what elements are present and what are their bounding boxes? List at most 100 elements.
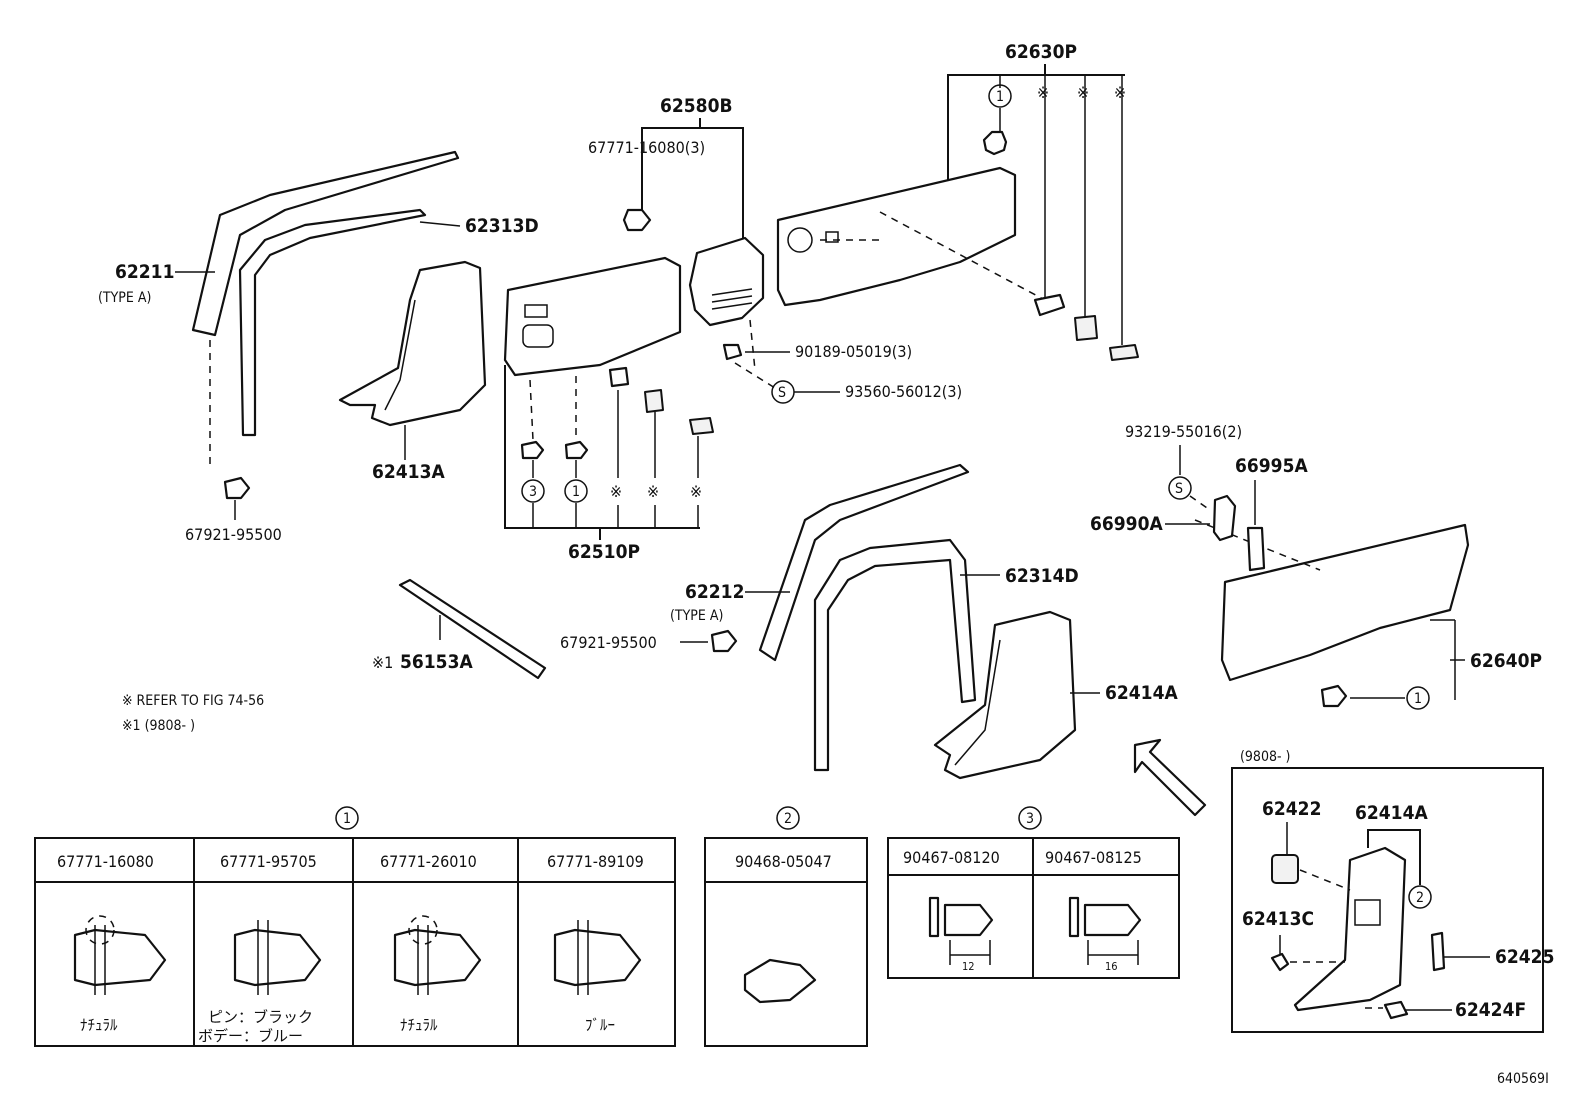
label-62424F[interactable]: 62424F xyxy=(1455,999,1526,1021)
legend-part-67771-26010[interactable]: 67771-26010 xyxy=(380,852,477,871)
label-62414A-inset[interactable]: 62414A xyxy=(1355,802,1428,824)
note-date-range: ※1 (9808- ) xyxy=(122,718,195,734)
legend-part-67771-89109[interactable]: 67771-89109 xyxy=(547,852,644,871)
label-type-a-1[interactable]: (TYPE A) xyxy=(98,290,151,306)
svg-text:3: 3 xyxy=(1026,811,1034,827)
svg-text:※: ※ xyxy=(1037,83,1049,102)
legend-part-90467-08125[interactable]: 90467-08125 xyxy=(1045,848,1142,867)
svg-text:※: ※ xyxy=(1077,83,1089,102)
label-62314D[interactable]: 62314D xyxy=(1005,565,1079,587)
label-67771-16080-3[interactable]: 67771-16080(3) xyxy=(588,138,705,157)
callout-62510P: 3 1 ※ ※ ※ 62510P xyxy=(504,365,702,563)
legend-note-body-blue: ボデー：ブルー xyxy=(198,1027,303,1045)
svg-text:2: 2 xyxy=(1416,890,1424,906)
svg-text:1: 1 xyxy=(572,484,580,500)
legend-part-90468-05047[interactable]: 90468-05047 xyxy=(735,852,832,871)
label-62211[interactable]: 62211 xyxy=(115,261,174,283)
part-62422-icon xyxy=(1271,854,1299,884)
clip-drawing-icon xyxy=(1068,896,1142,965)
label-62630P[interactable]: 62630P xyxy=(1005,41,1077,63)
part-62313D-weatherstrip xyxy=(238,208,427,437)
legend-part-90467-08120[interactable]: 90467-08120 xyxy=(903,848,1000,867)
legend-group-3: 3 90467-08120 90467-08125 12 16 xyxy=(887,806,1180,979)
clip-icon xyxy=(689,417,714,435)
label-67921-95500-b[interactable]: 67921-95500 xyxy=(560,633,657,652)
part-62414A-inset xyxy=(1293,846,1407,1012)
svg-text:1: 1 xyxy=(996,89,1004,105)
svg-text:※: ※ xyxy=(690,482,702,501)
legend-note-pin-black: ピン：ブラック xyxy=(208,1008,313,1026)
label-93560-56012-3[interactable]: 93560-56012(3) xyxy=(845,382,962,401)
label-90189-05019-3[interactable]: 90189-05019(3) xyxy=(795,342,912,361)
clip-icon xyxy=(1430,931,1446,972)
legend-dim-16: 16 xyxy=(1105,960,1118,973)
svg-text:S: S xyxy=(778,385,786,401)
panel-62640P xyxy=(1220,523,1470,682)
svg-text:1: 1 xyxy=(343,811,351,827)
svg-text:※: ※ xyxy=(1114,83,1126,102)
legend-note-blue: ﾌﾞﾙｰ xyxy=(585,1016,615,1034)
clip-icon xyxy=(1033,293,1066,317)
clip-icon xyxy=(710,629,738,653)
label-67921-95500-a[interactable]: 67921-95500 xyxy=(185,525,282,544)
label-62212[interactable]: 62212 xyxy=(685,581,744,603)
arrow-pointer-icon xyxy=(1133,738,1207,817)
part-62314D-weatherstrip xyxy=(813,538,977,772)
handle-icon xyxy=(1212,494,1237,542)
clip-icon xyxy=(1109,344,1139,361)
label-62413C[interactable]: 62413C xyxy=(1242,908,1314,930)
inset-panel: (9808- ) 62422 62414A 2 62413C 62425 624… xyxy=(1231,749,1554,1033)
label-type-a-2[interactable]: (TYPE A) xyxy=(670,608,723,624)
svg-text:3: 3 xyxy=(529,484,537,500)
clip-drawing-icon xyxy=(73,915,167,995)
legend-dim-12: 12 xyxy=(962,960,975,973)
clip-drawing-icon xyxy=(233,920,322,995)
clip-icon xyxy=(722,343,743,361)
label-62313D[interactable]: 62313D xyxy=(465,215,539,237)
label-56153A[interactable]: 56153A xyxy=(400,651,473,673)
clip-drawing-icon xyxy=(743,958,817,1004)
svg-text:2: 2 xyxy=(784,811,792,827)
part-62580B-grille xyxy=(688,236,765,327)
circled-1-marker xyxy=(988,84,1012,108)
part-62413A-trim xyxy=(338,260,487,427)
label-62422[interactable]: 62422 xyxy=(1262,798,1321,820)
label-93219-55016-2[interactable]: 93219-55016(2) xyxy=(1125,422,1242,441)
clip-icon xyxy=(1270,952,1290,972)
label-62640P[interactable]: 62640P xyxy=(1470,650,1542,672)
callout-62580B: 62580B 67771-16080(3) xyxy=(588,95,744,240)
note-refer-fig: ※ REFER TO FIG 74-56 xyxy=(122,693,264,709)
clip-icon xyxy=(520,440,545,460)
label-66995A[interactable]: 66995A xyxy=(1235,455,1308,477)
part-62211-pillar xyxy=(191,150,460,337)
label-62413A[interactable]: 62413A xyxy=(372,461,445,483)
label-62414A[interactable]: 62414A xyxy=(1105,682,1178,704)
svg-text:※: ※ xyxy=(610,482,622,501)
clip-icon xyxy=(1074,315,1098,341)
clip-drawing-icon xyxy=(553,920,642,995)
panel-62630P xyxy=(776,166,1017,307)
label-62425[interactable]: 62425 xyxy=(1495,946,1554,968)
label-62580B[interactable]: 62580B xyxy=(660,95,733,117)
figure-id: 640569I xyxy=(1497,1071,1549,1087)
legend-note-natural-1: ﾅﾁｭﾗﾙ xyxy=(80,1016,118,1034)
label-66990A[interactable]: 66990A xyxy=(1090,513,1163,535)
legend-part-67771-95705[interactable]: 67771-95705 xyxy=(220,852,317,871)
label-62510P[interactable]: 62510P xyxy=(568,541,640,563)
legend-group-1: 1 67771-16080 67771-95705 67771-26010 67… xyxy=(34,806,676,1047)
legend-note-natural-2: ﾅﾁｭﾗﾙ xyxy=(400,1016,438,1034)
part-62212-pillar xyxy=(758,463,970,662)
svg-text:※1: ※1 xyxy=(372,653,393,672)
bracket-icon xyxy=(1246,526,1266,572)
callout-62630P: 62630P 1 ※ ※ ※ xyxy=(947,41,1126,345)
clip-icon xyxy=(982,130,1008,156)
clip-icon xyxy=(1383,1000,1409,1020)
svg-text:1: 1 xyxy=(1414,691,1422,707)
clip-icon xyxy=(223,476,251,500)
legend-group-2: 2 90468-05047 xyxy=(704,806,868,1047)
clip-icon xyxy=(564,440,589,460)
panel-62510P xyxy=(503,256,682,377)
legend-part-67771-16080[interactable]: 67771-16080 xyxy=(57,852,154,871)
clip-icon xyxy=(608,366,630,388)
